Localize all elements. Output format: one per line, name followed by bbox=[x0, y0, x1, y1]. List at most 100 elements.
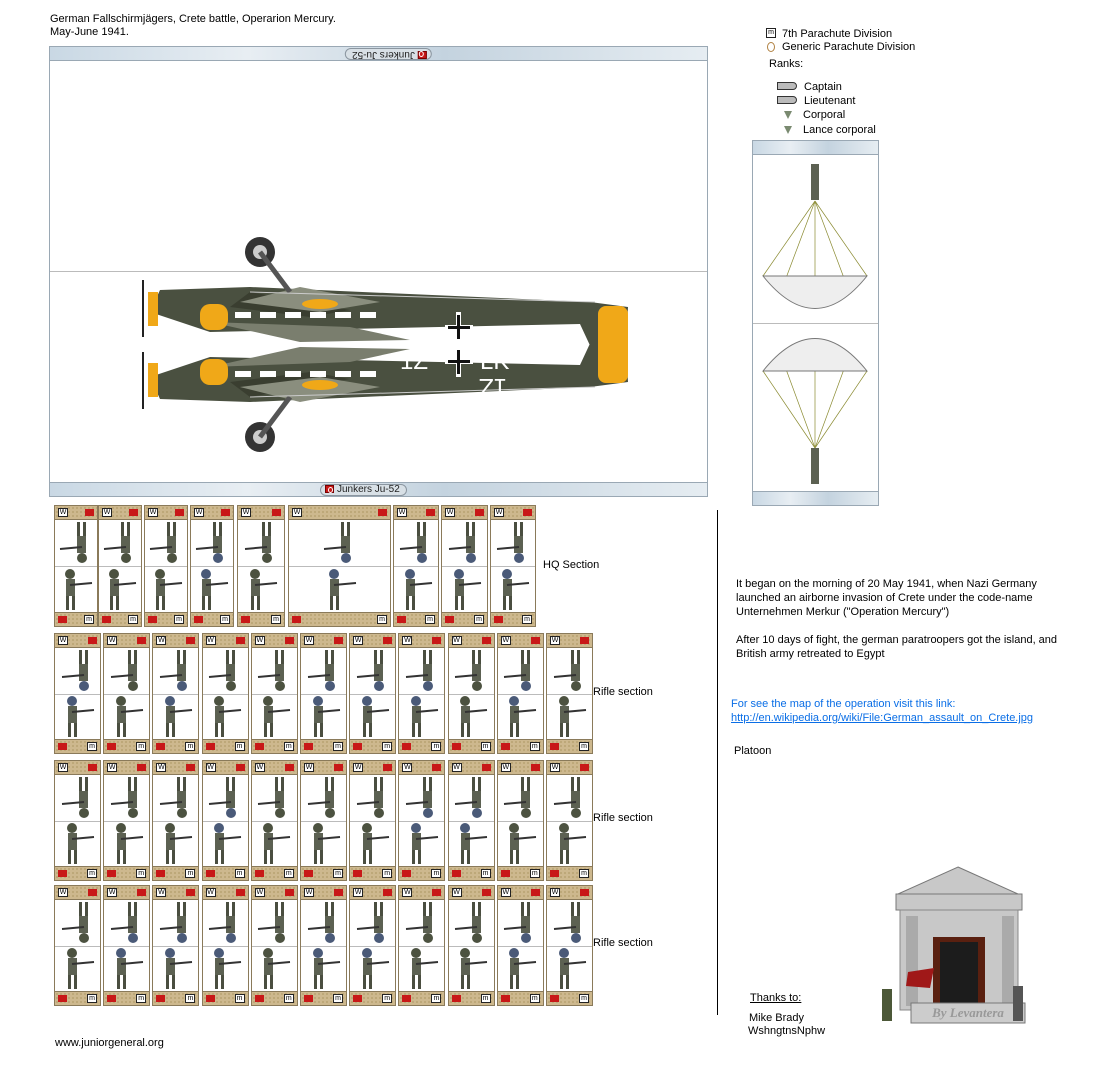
division-icon: W bbox=[58, 636, 68, 645]
division-icon: W bbox=[402, 888, 412, 897]
card-top-bar: W bbox=[203, 634, 248, 648]
card-top-bar: W bbox=[399, 761, 444, 775]
card-bottom-bar: m bbox=[498, 866, 543, 880]
card-top-bar: W bbox=[301, 634, 346, 648]
card-bottom-bar: m bbox=[55, 991, 100, 1005]
unit-card: Wm bbox=[202, 760, 249, 881]
division-icon: W bbox=[550, 636, 560, 645]
card-top-bar: W bbox=[399, 886, 444, 900]
unit-card: Wm bbox=[398, 760, 445, 881]
unit-card: Wm bbox=[144, 505, 188, 627]
division-icon: W bbox=[107, 888, 117, 897]
card-top-bar: W bbox=[394, 506, 438, 520]
soldier-figure bbox=[353, 946, 393, 992]
soldier-figure bbox=[353, 821, 393, 867]
division-icon: W bbox=[58, 888, 68, 897]
card-top-bar: W bbox=[498, 634, 543, 648]
flag-icon bbox=[107, 870, 116, 877]
division-icon: m bbox=[185, 869, 195, 878]
flag-icon bbox=[452, 995, 461, 1002]
unit-card: Wm bbox=[497, 885, 544, 1006]
card-bottom-bar: m bbox=[350, 739, 395, 753]
soldier-figure bbox=[353, 900, 393, 946]
soldier-figure bbox=[320, 520, 360, 566]
soldier-figure bbox=[107, 900, 147, 946]
division-icon: m bbox=[87, 994, 97, 1003]
division-icon: W bbox=[292, 508, 302, 517]
unit-card: Wm bbox=[103, 885, 150, 1006]
flag-icon bbox=[482, 889, 491, 896]
flag-icon bbox=[432, 764, 441, 771]
soldier-figure bbox=[451, 694, 491, 740]
flag-icon bbox=[285, 889, 294, 896]
aircraft-code-right: LK bbox=[480, 348, 509, 375]
unit-card: Wm bbox=[349, 760, 396, 881]
flag-icon bbox=[255, 743, 264, 750]
division-icon: m bbox=[481, 994, 491, 1003]
soldier-figure bbox=[56, 520, 96, 566]
card-top-bar: W bbox=[547, 634, 592, 648]
link-intro: For see the map of the operation visit t… bbox=[731, 698, 955, 711]
card-top-bar: W bbox=[99, 506, 141, 520]
unit-card: Wm bbox=[54, 505, 98, 627]
flag-icon bbox=[334, 889, 343, 896]
division-icon: m bbox=[425, 615, 435, 624]
division-icon: m bbox=[481, 742, 491, 751]
card-top-bar: W bbox=[55, 761, 100, 775]
soldier-figure bbox=[156, 775, 196, 821]
card-bottom-bar: m bbox=[498, 739, 543, 753]
soldier-figure bbox=[396, 520, 436, 566]
page-subtitle: May-June 1941. bbox=[50, 26, 129, 39]
soldier-figure bbox=[58, 821, 98, 867]
division-icon: W bbox=[501, 763, 511, 772]
card-bottom-bar: m bbox=[238, 612, 284, 626]
soldier-figure bbox=[100, 566, 140, 612]
unit-card: Wm bbox=[546, 760, 593, 881]
card-bottom-bar: m bbox=[191, 612, 233, 626]
soldier-figure bbox=[205, 775, 245, 821]
platoon-label: Platoon bbox=[734, 745, 771, 758]
card-top-bar: W bbox=[350, 761, 395, 775]
card-bottom-bar: m bbox=[547, 739, 592, 753]
flag-icon bbox=[334, 764, 343, 771]
soldier-figure bbox=[304, 694, 344, 740]
soldier-figure bbox=[493, 566, 533, 612]
soldier-figure bbox=[451, 946, 491, 992]
soldier-figure bbox=[107, 694, 147, 740]
division-icon: m bbox=[333, 994, 343, 1003]
card-top-bar: W bbox=[55, 506, 97, 520]
soldier-figure bbox=[100, 520, 140, 566]
card-bottom-bar: m bbox=[252, 739, 297, 753]
unit-card: Wm bbox=[441, 505, 488, 627]
unit-card: Wm bbox=[103, 633, 150, 754]
flag-icon bbox=[255, 870, 264, 877]
flag-icon bbox=[272, 509, 281, 516]
soldier-figure bbox=[192, 520, 232, 566]
soldier-figure bbox=[156, 694, 196, 740]
soldier-figure bbox=[320, 566, 360, 612]
flag-icon bbox=[445, 616, 454, 623]
soldier-figure bbox=[451, 775, 491, 821]
division-icon: W bbox=[452, 763, 462, 772]
flag-icon bbox=[452, 870, 461, 877]
soldier-figure bbox=[146, 566, 186, 612]
card-bottom-bar: m bbox=[55, 866, 100, 880]
division-icon: m bbox=[235, 869, 245, 878]
soldier-figure bbox=[304, 775, 344, 821]
soldier-figure bbox=[500, 821, 540, 867]
map-link[interactable]: http://en.wikipedia.org/wiki/File:German… bbox=[731, 712, 1033, 725]
flag-icon bbox=[206, 870, 215, 877]
unit-card: Wm bbox=[300, 760, 347, 881]
unit-card: Wm bbox=[546, 885, 593, 1006]
soldier-figure bbox=[402, 946, 442, 992]
flag-icon bbox=[501, 743, 510, 750]
footer-site: www.juniorgeneral.org bbox=[55, 1037, 164, 1050]
card-top-bar: W bbox=[238, 506, 284, 520]
flag-icon bbox=[432, 889, 441, 896]
levantera-logo: By Levantera bbox=[878, 864, 1038, 1029]
division-icon: m bbox=[579, 869, 589, 878]
division-icon: W bbox=[58, 763, 68, 772]
division-icon: W bbox=[353, 888, 363, 897]
card-bottom-bar: m bbox=[442, 612, 487, 626]
unit-card: Wm bbox=[251, 760, 298, 881]
